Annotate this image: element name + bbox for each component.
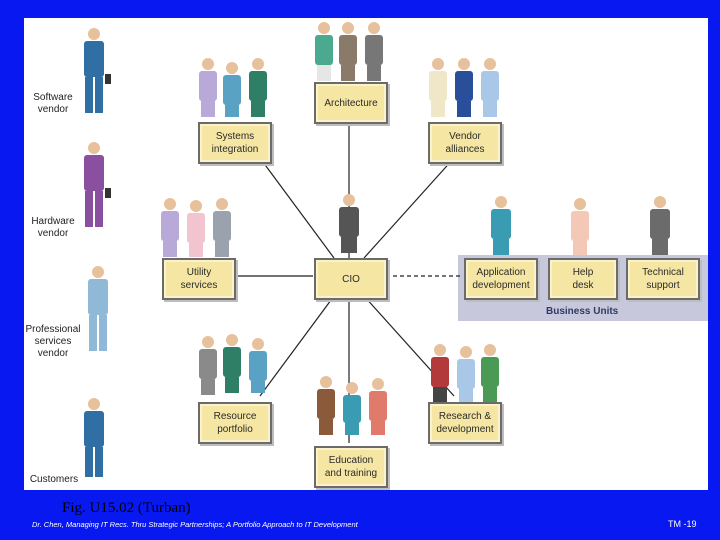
person-app-development — [491, 196, 511, 255]
person-customer — [84, 398, 104, 477]
node-research-development: Research & development — [428, 402, 502, 444]
connector-vendor-alliances — [363, 157, 455, 259]
person-hardware-vendor — [84, 142, 111, 227]
person-professional-services — [88, 266, 108, 351]
diagram-canvas — [84, 22, 708, 477]
group-architecture — [315, 22, 383, 81]
node-cio: CIO — [314, 258, 388, 300]
group-resource-portfolio — [199, 334, 267, 395]
person-cio — [339, 194, 359, 253]
group-systems-integration — [199, 58, 267, 117]
node-architecture: Architecture — [314, 82, 388, 124]
node-vendor-alliances: Vendor alliances — [428, 122, 502, 164]
node-education-training: Education and training — [314, 446, 388, 488]
label-professional-services-vendor: Professional services vendor — [25, 324, 81, 359]
label-hardware-vendor: Hardware vendor — [31, 216, 75, 239]
node-utility-services: Utility services — [162, 258, 236, 300]
diagram-panel: Architecture Systems integration Vendor … — [24, 18, 708, 490]
group-vendor-alliances — [429, 58, 499, 117]
group-education-training — [317, 376, 387, 435]
person-software-vendor — [84, 28, 111, 113]
group-utility-services — [161, 198, 231, 257]
label-customers: Customers — [29, 474, 79, 485]
person-technical-support — [650, 196, 670, 255]
people-illustrations — [84, 22, 670, 477]
node-technical-support: Technical support — [626, 258, 700, 300]
connector-systems-integration — [259, 157, 335, 259]
node-resource-portfolio: Resource portfolio — [198, 402, 272, 444]
figure-caption: Fig. U15.02 (Turban) — [62, 500, 191, 516]
footer-citation: Dr. Chen, Managing IT Recs. Thru Strateg… — [32, 520, 358, 529]
node-systems-integration: Systems integration — [198, 122, 272, 164]
connector-resource-portfolio — [259, 295, 335, 397]
group-research-development — [431, 344, 499, 403]
node-application-development: Application development — [464, 258, 538, 300]
slide-number: TM -19 — [668, 519, 697, 529]
label-software-vendor: Software vendor — [33, 92, 73, 115]
person-help-desk — [571, 198, 589, 255]
business-units-label: Business Units — [546, 306, 619, 317]
node-help-desk: Help desk — [548, 258, 618, 300]
